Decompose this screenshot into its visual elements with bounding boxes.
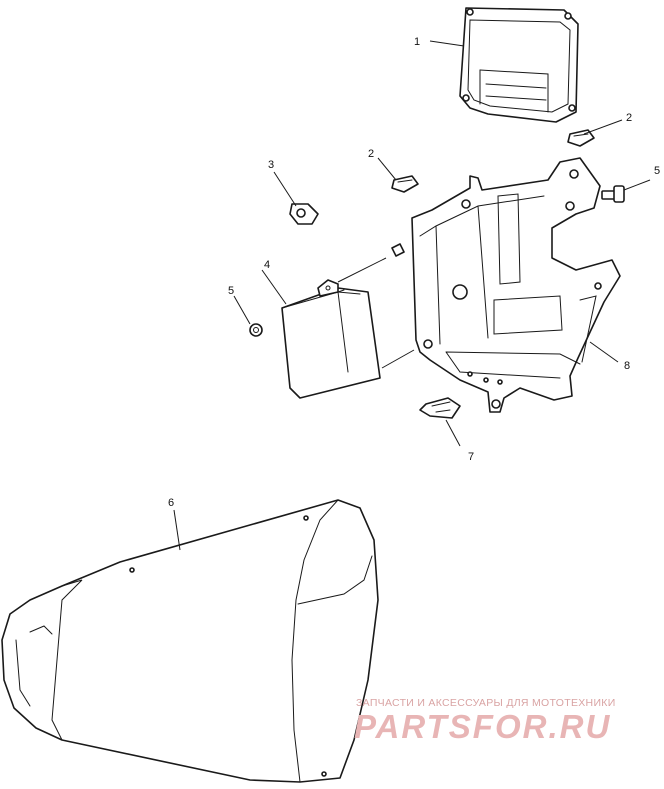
callout-2-right: 2 (626, 112, 632, 124)
part-3-push-nut (289, 203, 319, 225)
part-2-clip-nut-middle (391, 175, 419, 193)
leader-lines (173, 40, 651, 551)
part-5-nut-left (249, 323, 263, 337)
watermark-tagline: ЗАПЧАСТИ И АКСЕССУАРЫ ДЛЯ МОТОТЕХНИКИ (356, 697, 616, 709)
callout-8: 8 (624, 360, 630, 372)
part-1-ecu-module (459, 7, 579, 123)
callout-1: 1 (414, 36, 420, 48)
callout-3: 3 (268, 159, 274, 171)
callout-6: 6 (168, 497, 174, 509)
callout-5-left: 5 (228, 285, 234, 297)
callout-5-right: 5 (654, 165, 660, 177)
part-5-bolt-right (601, 185, 625, 203)
part-2-clip-nut-right (567, 129, 595, 147)
callout-7: 7 (468, 451, 474, 463)
part-8-mounting-bracket (391, 157, 621, 413)
callout-labels: 1 2 2 3 5 4 5 8 7 6 (168, 36, 660, 509)
watermark-logo: PARTSFOR.RU (354, 708, 612, 745)
part-4-module-box (281, 279, 381, 399)
part-6-cover (1, 499, 379, 783)
callout-4: 4 (264, 259, 270, 271)
callout-2-middle: 2 (368, 148, 374, 160)
part-7-clip (419, 397, 461, 419)
